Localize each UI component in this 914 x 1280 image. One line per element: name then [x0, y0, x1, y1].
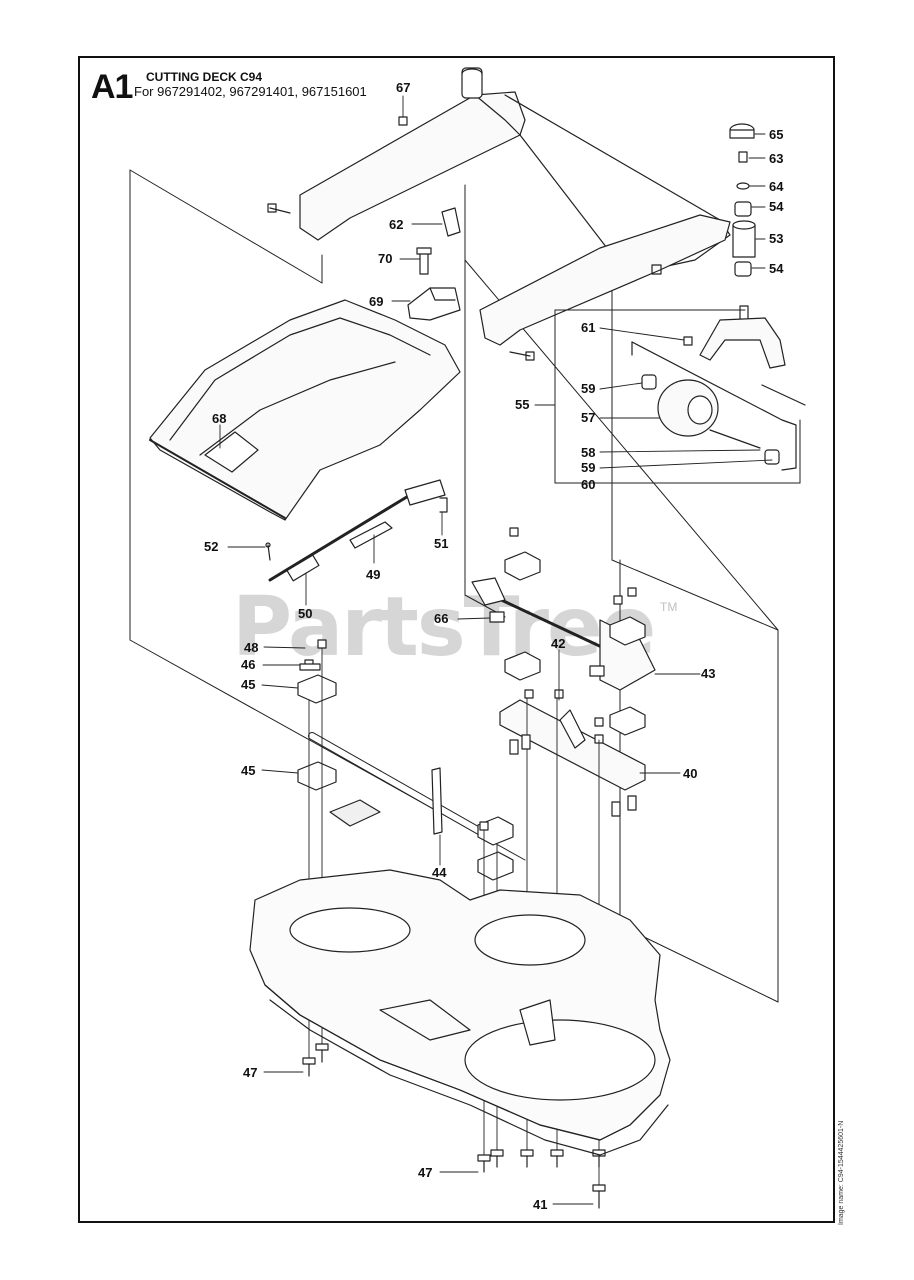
height-adjust-rod: [265, 479, 448, 582]
part-callout-50: 50: [298, 606, 313, 621]
front-axle: [308, 732, 499, 844]
part-callout-61: 61: [581, 320, 596, 335]
image-name-label: Image name: C94-1544425601-N: [838, 1120, 845, 1225]
watermark: PartsTree: [232, 580, 656, 675]
lift-frame: [149, 299, 461, 521]
part-callout-46: 46: [241, 657, 256, 672]
part-callout-64: 64: [769, 179, 784, 194]
leader-lines: [219, 95, 773, 1205]
part-callout-51: 51: [434, 536, 449, 551]
reference-box-left: [129, 169, 526, 861]
part-callout-52: 52: [204, 539, 219, 554]
part-callout-67: 67: [396, 80, 411, 95]
part-callout-63: 63: [769, 151, 784, 166]
sheet-id: A1: [91, 68, 133, 106]
bracket-assembly: [407, 207, 461, 321]
cutting-deck-shell: [249, 869, 671, 1156]
part-callout-48: 48: [244, 640, 259, 655]
part-callout-45-lower: 45: [241, 763, 256, 778]
part-callout-55: 55: [515, 397, 530, 412]
part-callout-66: 66: [434, 611, 449, 626]
hanger-bracket: [499, 699, 646, 791]
part-callout-58: 58: [581, 445, 596, 460]
part-callout-59-lower: 59: [581, 460, 596, 475]
part-callout-59-upper: 59: [581, 381, 596, 396]
part-callout-43: 43: [701, 666, 716, 681]
diagram-frame: [78, 56, 835, 1223]
part-callout-40: 40: [683, 766, 698, 781]
part-callout-69: 69: [369, 294, 384, 309]
gauge-wheel-assembly: [631, 123, 806, 471]
part-callout-54-upper: 54: [769, 199, 784, 214]
upper-lift-arm: [299, 67, 731, 346]
hanger-blocks: [297, 527, 646, 881]
part-callout-54-lower: 54: [769, 261, 784, 276]
part-callout-45-upper: 45: [241, 677, 256, 692]
part-callout-49: 49: [366, 567, 381, 582]
part-callout-41: 41: [533, 1197, 548, 1212]
part-callout-68: 68: [212, 411, 227, 426]
part-callout-53: 53: [769, 231, 784, 246]
part-callout-42: 42: [551, 636, 566, 651]
watermark-tm: TM: [660, 600, 678, 614]
part-callout-47-left: 47: [243, 1065, 258, 1080]
reference-box-right: [464, 184, 779, 1003]
part-callout-70: 70: [378, 251, 393, 266]
group-bracket-55: [554, 309, 801, 484]
sheet-models: For 967291402, 967291401, 967151601: [134, 84, 367, 99]
part-callout-44: 44: [432, 865, 447, 880]
part-callout-62: 62: [389, 217, 404, 232]
part-callout-60: 60: [581, 477, 596, 492]
sheet-title: CUTTING DECK C94: [146, 70, 263, 84]
part-callout-47-center: 47: [418, 1165, 433, 1180]
part-callout-57: 57: [581, 410, 596, 425]
part-callout-65: 65: [769, 127, 784, 142]
